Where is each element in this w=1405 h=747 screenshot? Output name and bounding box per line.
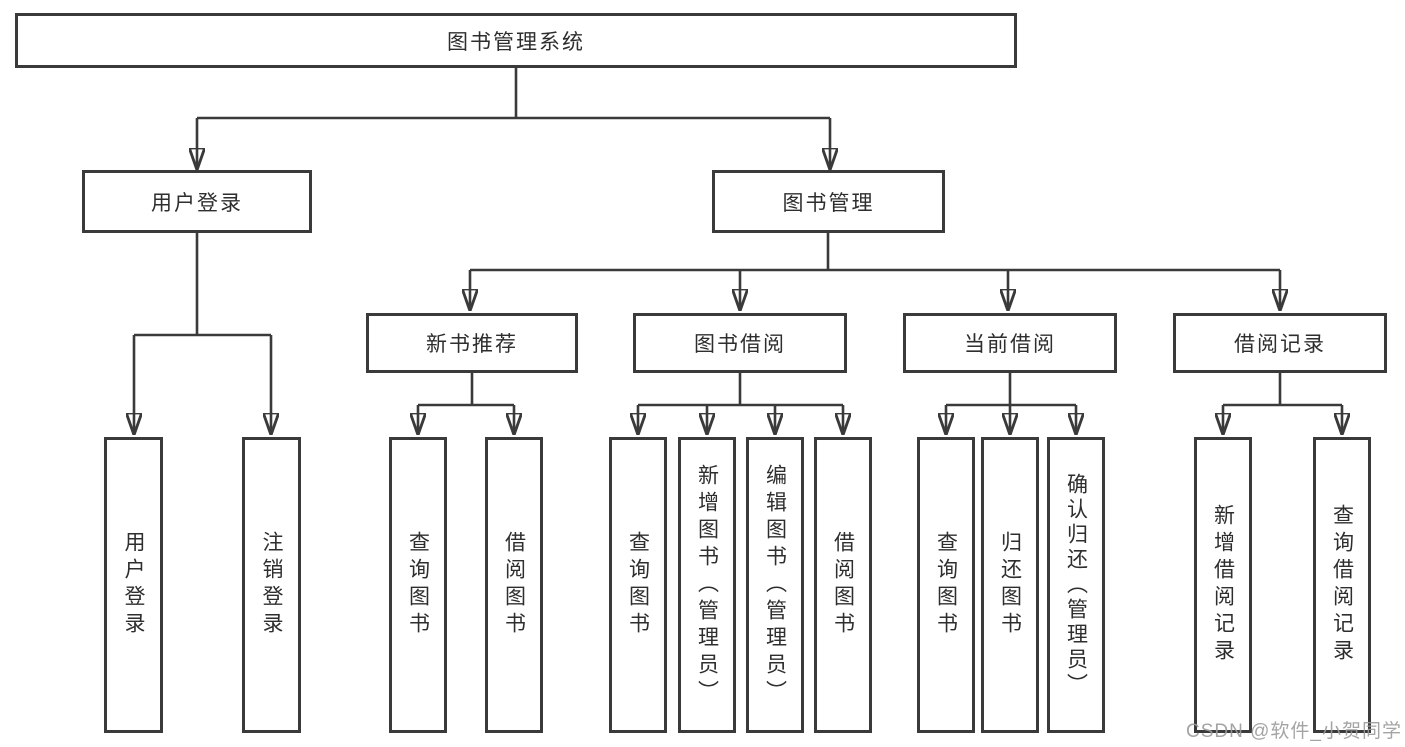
connector-records <box>1223 373 1342 407</box>
leaf-query-borrow-record: 查询借阅记录 <box>1313 437 1371 733</box>
leaf-add-books-admin: 新增图书（管理员） <box>678 437 736 733</box>
leaf-label: 新增图书（管理员） <box>695 463 719 707</box>
node-book-management: 图书管理 <box>712 170 945 233</box>
leaf-logout: 注销登录 <box>242 437 301 733</box>
connector-user-login <box>134 233 271 337</box>
leaf-label: 借阅图书 <box>831 531 855 639</box>
leaf-label: 归还图书 <box>998 531 1022 639</box>
leaf-confirm-return-admin: 确认归还（管理员） <box>1047 437 1105 733</box>
leaf-label: 新增借阅记录 <box>1211 504 1235 666</box>
leaf-query-books-2: 查询图书 <box>609 437 667 733</box>
leaf-label: 编辑图书（管理员） <box>763 463 787 707</box>
leaf-user-login: 用户登录 <box>104 437 163 733</box>
node-current-borrowing: 当前借阅 <box>903 313 1117 373</box>
leaf-label: 查询图书 <box>934 531 958 639</box>
leaf-borrow-books-2: 借阅图书 <box>814 437 872 733</box>
connector-current <box>946 373 1076 407</box>
leaf-edit-books-admin: 编辑图书（管理员） <box>746 437 804 733</box>
connector-root <box>197 68 830 120</box>
node-borrow-records: 借阅记录 <box>1173 313 1387 373</box>
connector-book-mgmt <box>470 233 1280 272</box>
node-system-root: 图书管理系统 <box>15 13 1017 68</box>
node-book-borrowing: 图书借阅 <box>633 313 847 373</box>
leaf-return-books: 归还图书 <box>981 437 1039 733</box>
leaf-add-borrow-record: 新增借阅记录 <box>1194 437 1252 733</box>
leaf-label: 注销登录 <box>260 531 283 639</box>
leaf-label: 借阅图书 <box>502 531 526 639</box>
leaf-label: 确认归还（管理员） <box>1064 472 1088 698</box>
node-new-book-recommend: 新书推荐 <box>366 313 578 373</box>
leaf-query-books-1: 查询图书 <box>389 437 447 733</box>
leaf-label: 查询图书 <box>626 531 650 639</box>
leaf-label: 用户登录 <box>122 531 145 639</box>
connector-new-books <box>418 373 514 407</box>
csdn-watermark: CSDN @软件_小贺同学 <box>1186 721 1402 742</box>
leaf-query-books-3: 查询图书 <box>917 437 975 733</box>
node-user-login: 用户登录 <box>82 170 312 233</box>
leaf-borrow-books-1: 借阅图书 <box>485 437 543 733</box>
leaf-label: 查询借阅记录 <box>1330 504 1354 666</box>
connector-borrowing <box>638 373 843 407</box>
leaf-label: 查询图书 <box>406 531 430 639</box>
